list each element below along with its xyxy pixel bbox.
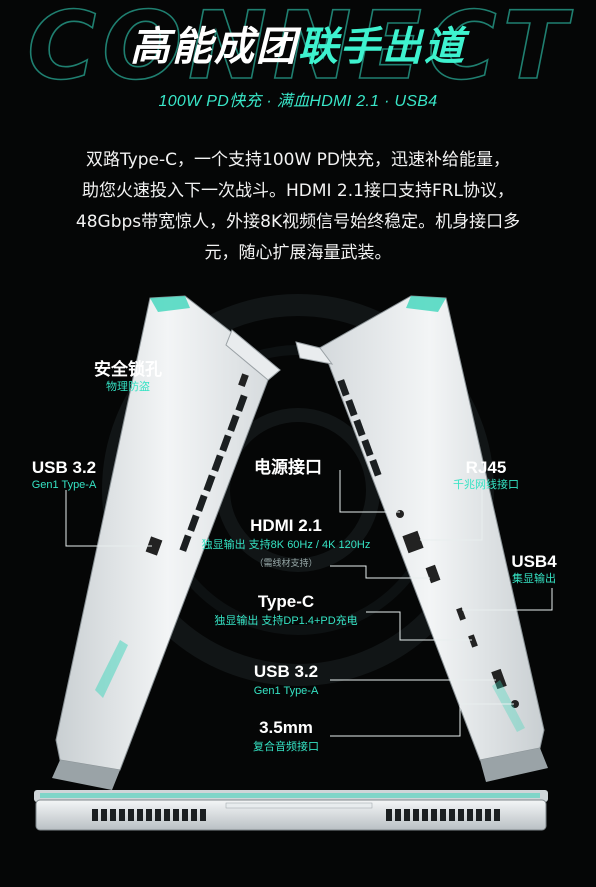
label-usb32-right: USB 3.2 Gen1 Type-A [253,662,319,697]
background-connect-word: CONNECT [26,0,573,92]
label-power-port: 电源接口 [254,458,322,477]
intro-line: 助您火速投入下一次战斗。HDMI 2.1接口支持FRL协议， [81,181,515,201]
title-white-part: 高能成团 [130,24,298,70]
background-connect-text: CONNECT [27,0,573,92]
label-security-lock: 安全锁孔 物理防盗 [94,360,162,393]
label-usb4: USB4 集显输出 [511,552,557,585]
title-cyan-part: 联手出道 [298,24,466,70]
intro-line: 双路Type-C，一个支持100W PD快充，迅速补给能量， [85,150,511,170]
laptop-illustration [34,294,553,831]
label-type-c: Type-C 独显输出 支持DP1.4+PD充电 [214,592,358,627]
intro-line: 元，随心扩展海量武装。 [204,243,392,263]
label-rj45: RJ45 千兆网线接口 [453,458,519,491]
label-hdmi: HDMI 2.1 独显输出 支持8K 60Hz / 4K 120Hz （需线材支… [201,516,371,568]
intro-line: 48Gbps带宽惊人，外接8K视频信号始终稳定。机身接口多 [75,212,521,232]
laptop-right-half [295,295,548,782]
intro-paragraph: 双路Type-C，一个支持100W PD快充，迅速补给能量， 助您火速投入下一次… [36,145,560,269]
label-audio-jack: 3.5mm 复合音频接口 [253,718,319,753]
page-subtitle: 100W PD快充 · 满血HDMI 2.1 · USB4 [158,93,438,110]
page-title: 高能成团联手出道 [0,22,596,72]
port-diagram: 安全锁孔 物理防盗 USB 3.2 Gen1 Type-A 电源接口 RJ45 … [0,290,596,887]
laptop-left-half [52,295,281,790]
leader-lines [65,470,553,737]
label-usb32-left: USB 3.2 Gen1 Type-A [31,458,97,491]
laptop-front-view [34,790,548,831]
